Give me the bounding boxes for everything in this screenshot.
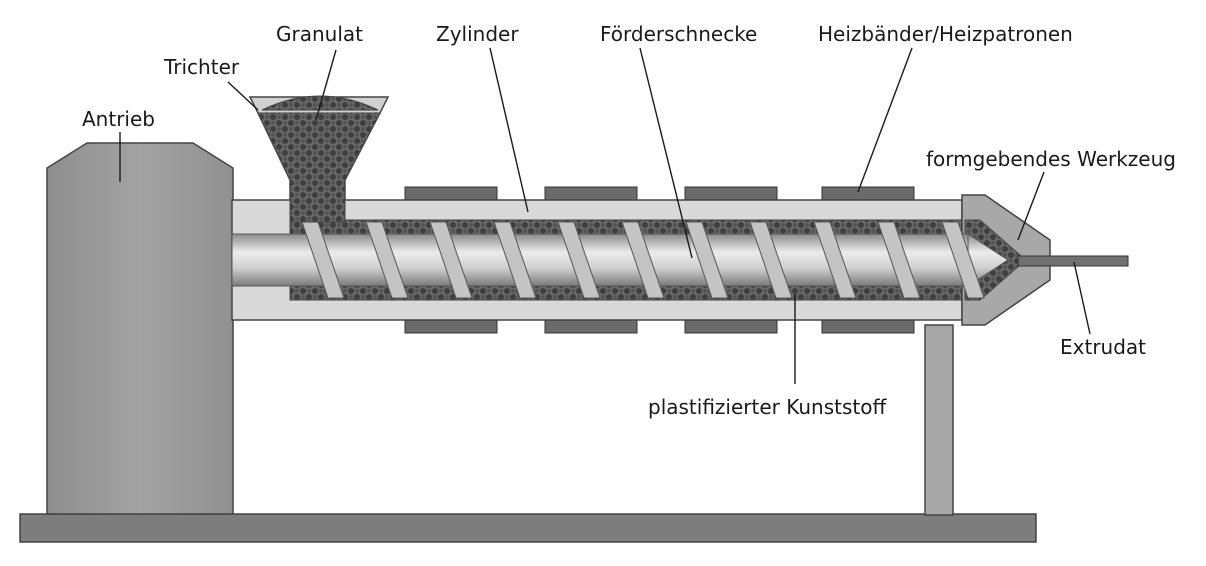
screw-flight [749, 221, 793, 299]
hopper-heap [261, 95, 379, 111]
label-kunststoff: plastifizierter Kunststoff [648, 395, 887, 419]
screw-flight [813, 221, 857, 299]
screw-flight [685, 221, 729, 299]
screw-shaft [231, 233, 971, 287]
label-antrieb: Antrieb [82, 107, 155, 131]
label-heizbaender: Heizbänder/Heizpatronen [818, 22, 1073, 46]
hopper-granules [257, 112, 381, 223]
screw-flight [557, 221, 601, 299]
support-leg [924, 324, 954, 516]
screw-flight [621, 221, 665, 299]
label-zylinder: Zylinder [436, 22, 519, 46]
screw-flight [877, 221, 921, 299]
drive-housing [46, 142, 234, 515]
extrudate [1017, 255, 1129, 267]
label-extrudat: Extrudat [1060, 335, 1146, 359]
heater-bands-top [404, 186, 915, 201]
screw-flight [941, 221, 985, 299]
heater-bands-bottom [404, 319, 915, 334]
label-foerderschnecke: Förderschnecke [600, 22, 757, 46]
base-plate [19, 513, 1037, 543]
screw-flights [301, 221, 985, 299]
label-werkzeug: formgebendes Werkzeug [926, 147, 1176, 171]
label-granulat: Granulat [276, 22, 363, 46]
label-trichter: Trichter [163, 55, 240, 79]
leader-lines [119, 47, 1091, 384]
screw-flight [365, 221, 409, 299]
screw-flight [493, 221, 537, 299]
screw-flight [429, 221, 473, 299]
